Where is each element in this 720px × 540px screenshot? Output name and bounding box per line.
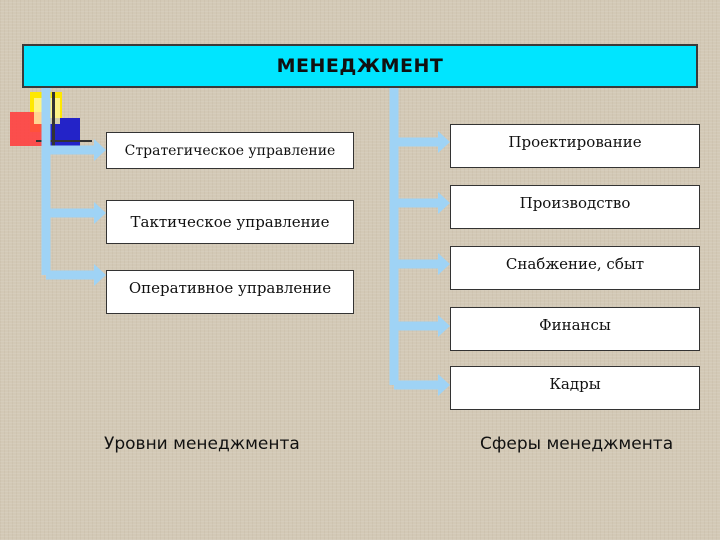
arrowhead-sphere-1 [438,131,450,153]
arrowhead-level-3 [94,264,106,286]
arrowhead-level-1 [94,139,106,161]
sphere-box-production: Производство [450,185,700,229]
sphere-label-supply-sales: Снабжение, сбыт [505,255,645,273]
level-label-strategic: Стратегическое управление [124,142,336,159]
level-label-tactical: Тактическое управление [130,213,330,231]
arrowhead-level-2 [94,202,106,224]
management-title-box: МЕНЕДЖМЕНТ [22,44,698,88]
arrowhead-sphere-2 [438,192,450,214]
sphere-box-supply-sales: Снабжение, сбыт [450,246,700,290]
sphere-label-design: Проектирование [508,133,642,151]
arrowhead-sphere-4 [438,315,450,337]
level-box-strategic: Стратегическое управление [106,132,354,169]
sphere-box-finance: Финансы [450,307,700,351]
sphere-box-personnel: Кадры [450,366,700,410]
sphere-label-personnel: Кадры [549,375,601,393]
sphere-label-production: Производство [519,194,631,212]
management-title: МЕНЕДЖМЕНТ [276,55,444,77]
level-box-tactical: Тактическое управление [106,200,354,244]
level-box-operational: Оперативное управление [106,270,354,314]
arrowhead-sphere-5 [438,374,450,396]
decoration-dark-line-v [52,92,55,152]
sphere-box-design: Проектирование [450,124,700,168]
arrowhead-sphere-3 [438,253,450,275]
sphere-label-finance: Финансы [539,316,611,334]
level-label-operational: Оперативное управление [128,279,332,297]
decoration-dark-line-h [36,140,92,142]
spheres-caption: Сферы менеджмента [480,434,674,454]
levels-caption: Уровни менеджмента [104,434,300,454]
